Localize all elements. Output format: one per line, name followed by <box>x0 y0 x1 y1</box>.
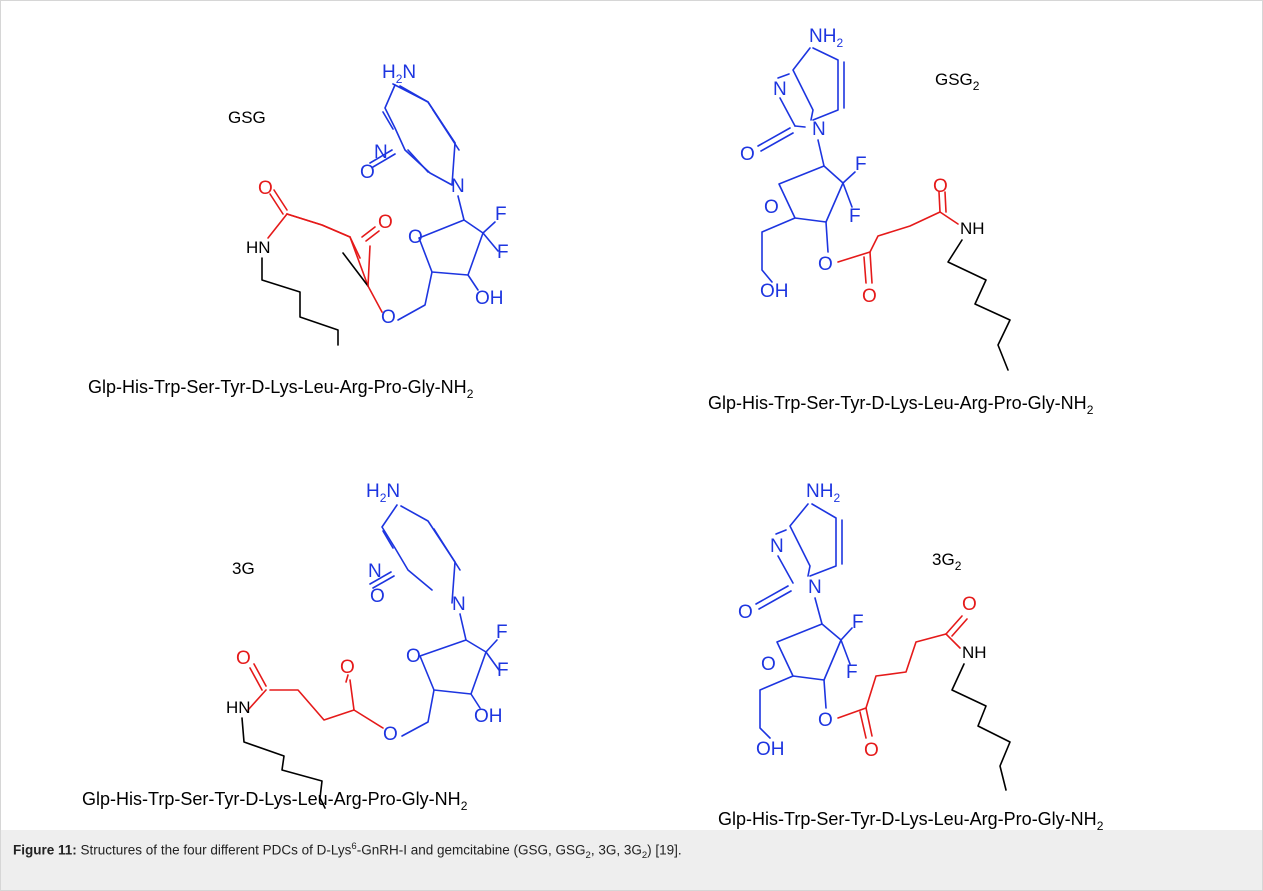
atom-o: O <box>738 602 753 623</box>
compound-label-3g2: 3G2 <box>932 550 962 573</box>
peptide-chain: Glp-His-Trp-Ser-Tyr-D-Lys-Leu-Arg-Pro-Gl… <box>82 789 468 813</box>
atom-n: N <box>812 119 826 140</box>
amine-label: H2N <box>366 481 400 505</box>
figure-caption: Figure 11: Structures of the four differ… <box>13 841 682 862</box>
atom-n: N <box>773 79 787 100</box>
atom-f: F <box>849 206 861 227</box>
atom-o: O <box>258 178 273 199</box>
amine-label: H2N <box>382 62 416 86</box>
atom-o: O <box>378 212 393 233</box>
peptide-chain: Glp-His-Trp-Ser-Tyr-D-Lys-Leu-Arg-Pro-Gl… <box>88 377 474 401</box>
atom-hn: HN <box>246 238 271 257</box>
atom-o: O <box>406 646 421 667</box>
atom-f: F <box>497 242 509 263</box>
atom-f: F <box>496 622 508 643</box>
atom-o: O <box>340 657 355 678</box>
chemical-structures-figure: GSG H2N N O N F F O OH O <box>82 26 1104 830</box>
amine-label: NH2 <box>806 481 840 505</box>
atom-o: O <box>864 740 879 761</box>
peptide-chain: Glp-His-Trp-Ser-Tyr-D-Lys-Leu-Arg-Pro-Gl… <box>708 393 1094 417</box>
atom-o: O <box>818 710 833 731</box>
atom-f: F <box>497 660 509 681</box>
atom-o: O <box>383 724 398 745</box>
atom-o: O <box>370 586 385 607</box>
atom-o: O <box>408 227 423 248</box>
atom-f: F <box>855 154 867 175</box>
atom-o: O <box>761 654 776 675</box>
atom-o: O <box>381 307 396 328</box>
caption-bar: Figure 11: Structures of the four differ… <box>1 830 1262 890</box>
atom-o: O <box>740 144 755 165</box>
atom-f: F <box>852 612 864 633</box>
atom-n: N <box>808 577 822 598</box>
atom-o: O <box>862 286 877 307</box>
atom-o: O <box>962 594 977 615</box>
atom-o: O <box>236 648 251 669</box>
compound-label-gsg: GSG <box>228 108 266 127</box>
compound-label-3g: 3G <box>232 559 255 578</box>
caption-label: Figure 11: <box>13 842 77 858</box>
atom-n: N <box>452 594 466 615</box>
atom-n: N <box>368 561 382 582</box>
atom-oh: OH <box>760 281 789 302</box>
atom-o: O <box>360 162 375 183</box>
structure-gsg2: GSG2 NH2 N O N F F O OH O O O NH Glp-H <box>708 26 1094 417</box>
structure-3g2: 3G2 NH2 N O N F F O OH O O O NH Glp-His-… <box>718 481 1104 830</box>
structure-3g: 3G H2N N O N F F O OH O O O HN Glp-His-T… <box>82 481 509 813</box>
atom-o: O <box>933 176 948 197</box>
atom-o: O <box>764 197 779 218</box>
atom-n: N <box>451 176 465 197</box>
amine-label: NH2 <box>809 26 843 50</box>
structure-gsg: GSG H2N N O N F F O OH O <box>88 62 509 401</box>
compound-label-gsg2: GSG2 <box>935 70 980 93</box>
atom-oh: OH <box>756 739 785 760</box>
atom-oh: OH <box>474 706 503 727</box>
atom-o: O <box>818 254 833 275</box>
atom-hn: HN <box>226 698 251 717</box>
atom-n: N <box>374 142 388 163</box>
atom-f: F <box>495 204 507 225</box>
atom-f: F <box>846 662 858 683</box>
atom-oh: OH <box>475 288 504 309</box>
atom-n: N <box>770 536 784 557</box>
peptide-chain: Glp-His-Trp-Ser-Tyr-D-Lys-Leu-Arg-Pro-Gl… <box>718 809 1104 830</box>
atom-nh: NH <box>962 643 987 662</box>
atom-nh: NH <box>960 219 985 238</box>
